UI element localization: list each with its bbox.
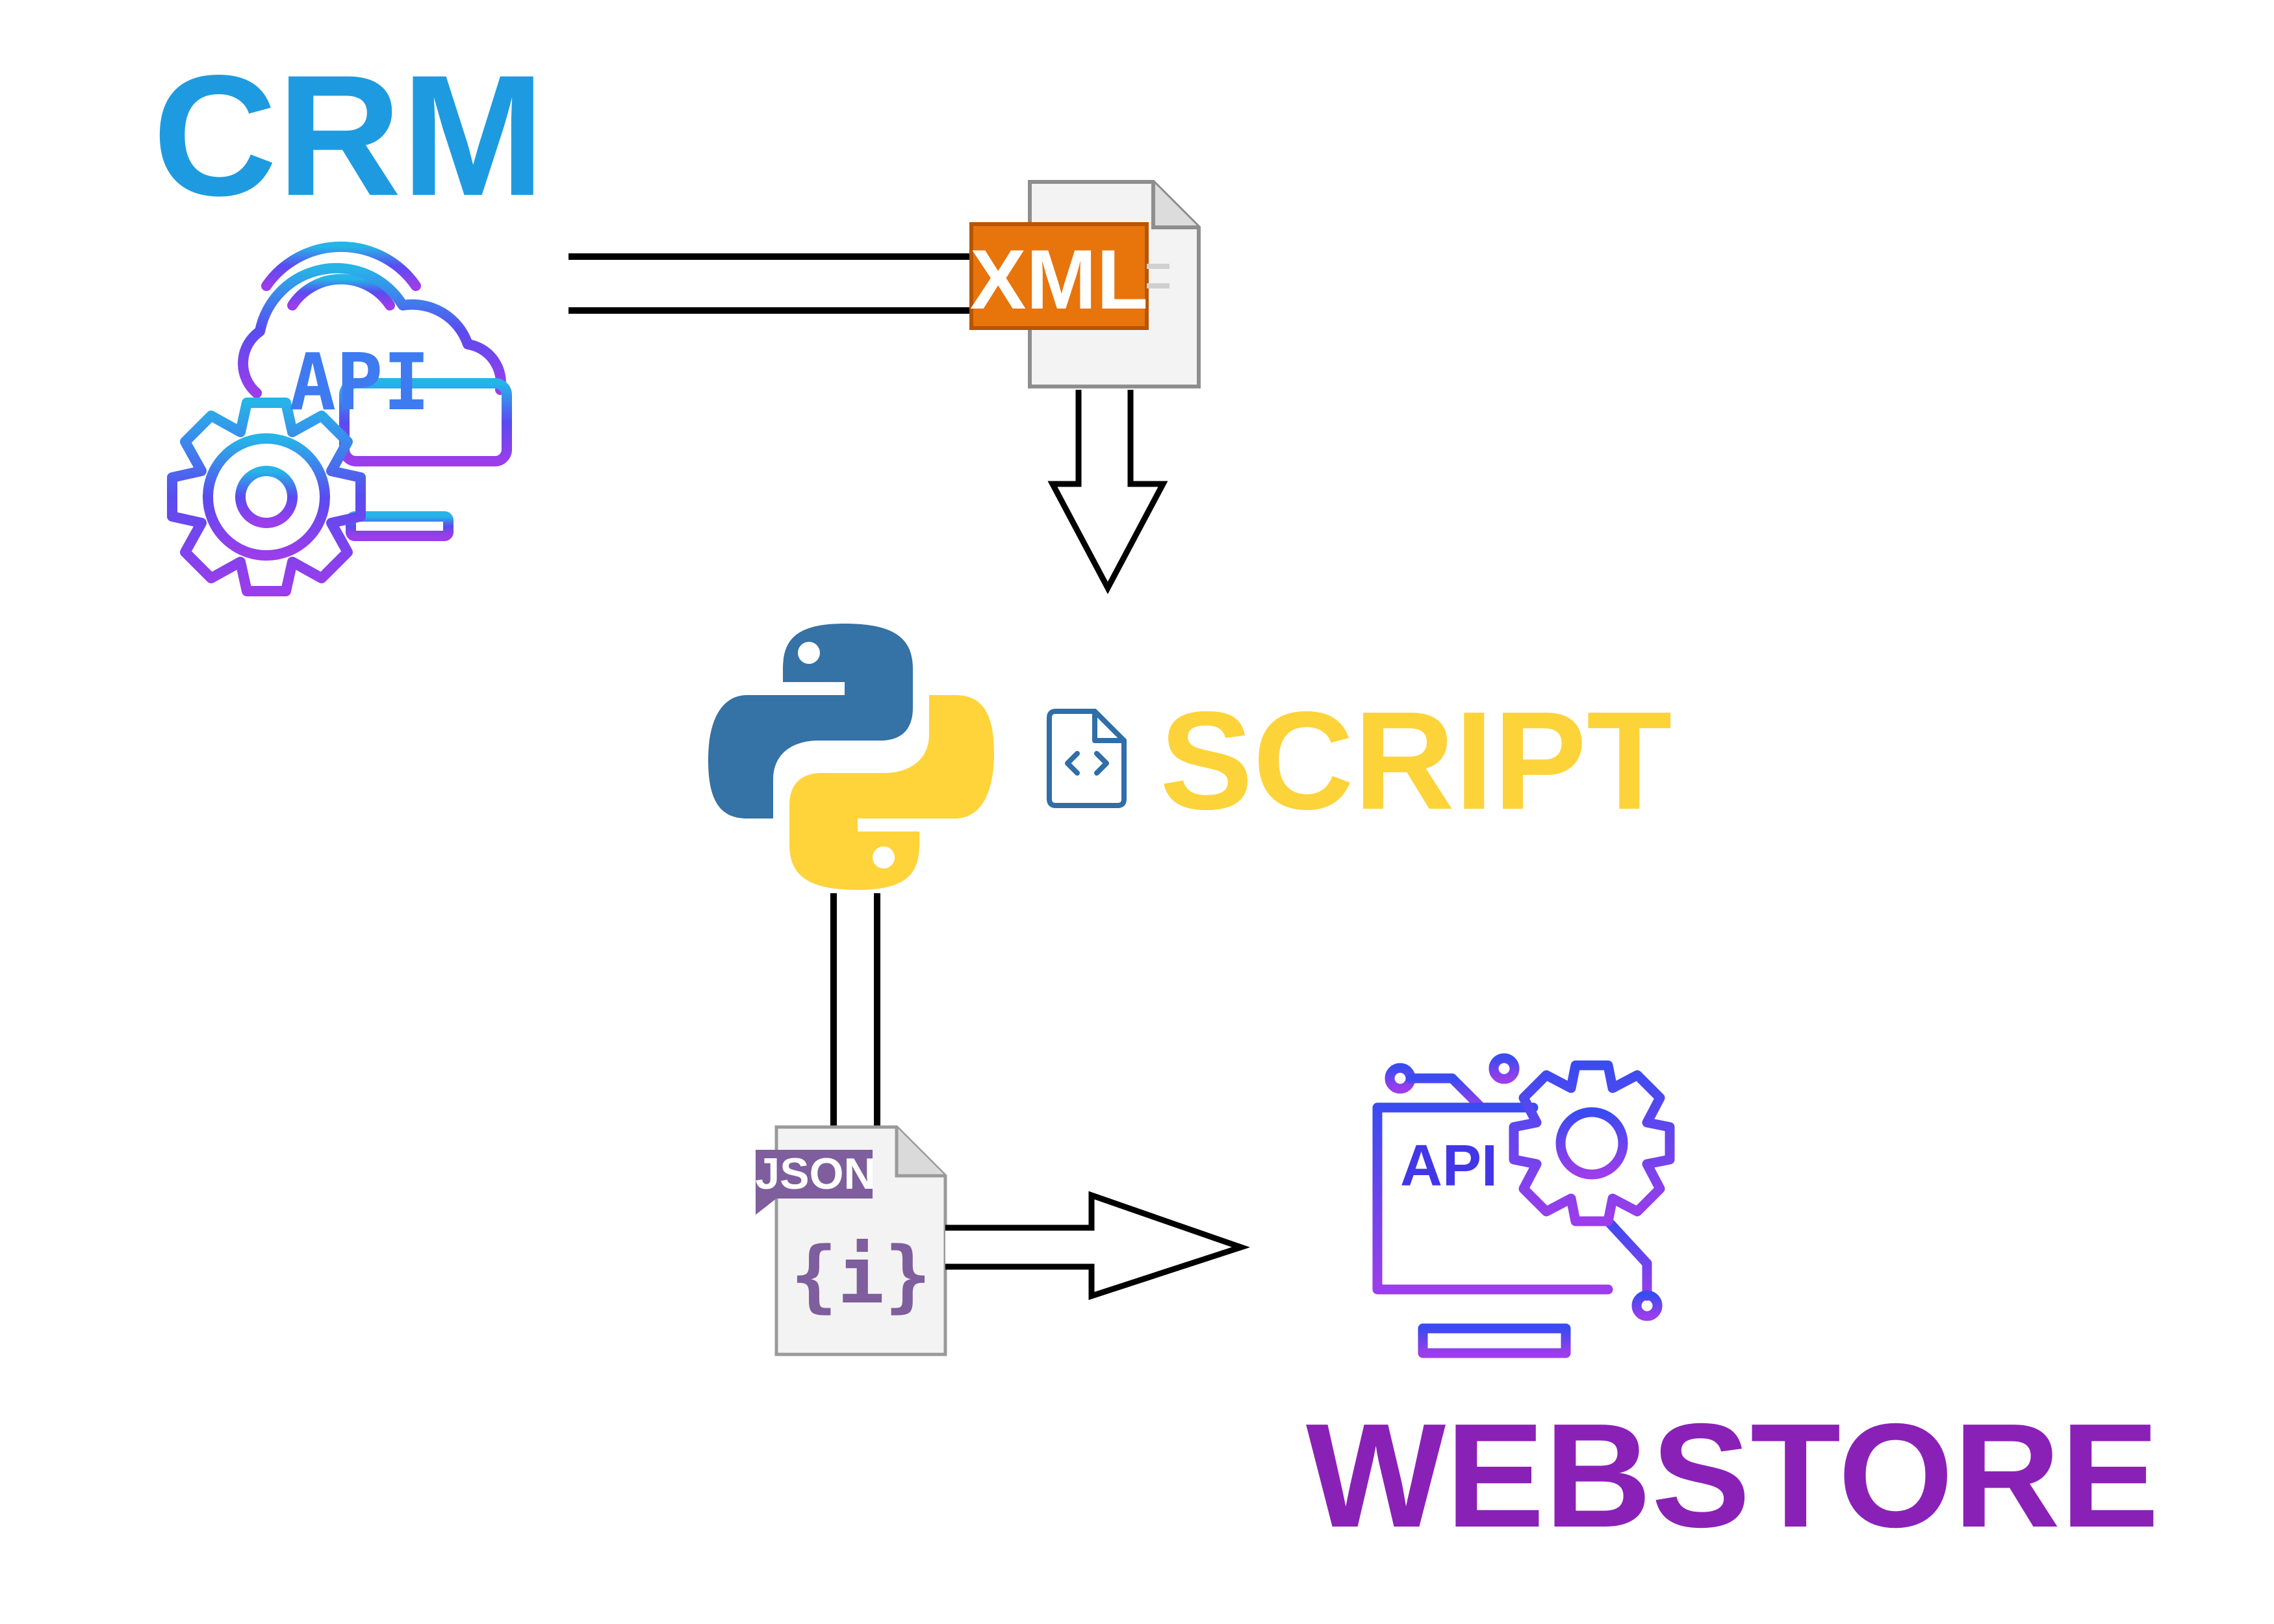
cloud-api-gear-icon: [167, 241, 512, 596]
code-file-icon: [1047, 709, 1127, 808]
webstore-api-text: API: [1400, 1134, 1498, 1199]
crm-title: CRM: [153, 40, 545, 232]
edge-crm-to-xml: [568, 253, 978, 314]
edge-json-to-webstore: [945, 1191, 1251, 1300]
script-title: SCRIPT: [1160, 682, 1672, 839]
xml-badge-text: XML: [970, 232, 1148, 327]
python-logo-icon: [708, 624, 994, 890]
crm-api-text: API: [289, 338, 430, 428]
xml-file-icon: [969, 180, 1201, 388]
webstore-title: WEBSTORE: [1306, 1393, 2159, 1558]
monitor-api-gear-icon: [1372, 1053, 1675, 1358]
edge-xml-to-script: [1047, 390, 1168, 594]
json-file-icon: [756, 1125, 947, 1356]
json-body-glyph: {i}: [791, 1231, 932, 1321]
edge-script-to-json: [830, 893, 880, 1127]
json-badge-text: JSON: [755, 1149, 875, 1199]
